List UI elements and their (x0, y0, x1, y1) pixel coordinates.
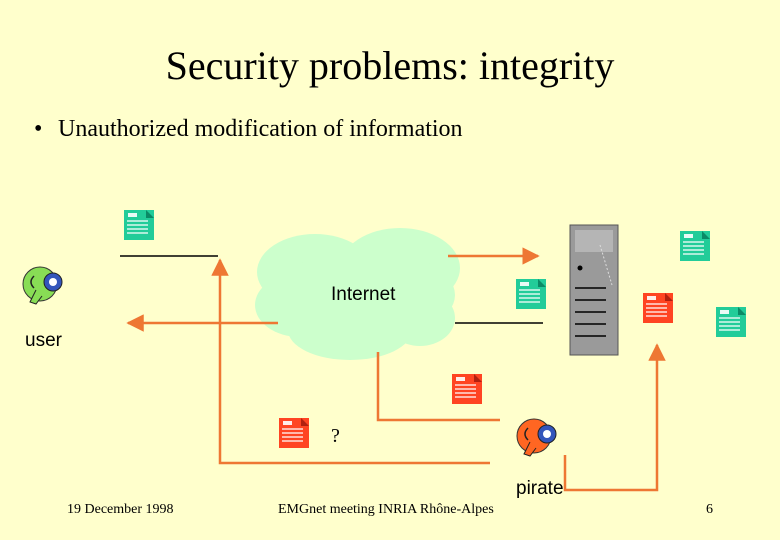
internet-label: Internet (331, 284, 396, 305)
slide-title: Security problems: integrity (165, 43, 615, 88)
footer-event: EMGnet meeting INRIA Rhône-Alpes (278, 502, 494, 517)
document-icon (716, 307, 746, 337)
server-tower-icon (569, 224, 619, 356)
modified-document-icon (643, 293, 673, 323)
footer-date: 19 December 1998 (67, 502, 174, 517)
bullet-dot: • (34, 116, 43, 142)
user-label: user (25, 330, 62, 351)
pirate-to-user-arrow (211, 258, 490, 465)
document-icon (680, 231, 710, 261)
modified-document-icon (279, 418, 309, 448)
interception-line (376, 352, 500, 422)
pirate-to-server-arrow (563, 343, 666, 492)
internet-cloud (255, 228, 460, 360)
bullet-item: • Unauthorized modification of informatio… (34, 116, 463, 143)
pirate-label: pirate (516, 478, 564, 499)
bullet-text: Unauthorized modification of information (58, 116, 463, 142)
question-label: ? (331, 425, 340, 447)
modified-document-icon (452, 374, 482, 404)
pirate-avatar-icon (516, 418, 557, 457)
footer-page-number: 6 (706, 502, 713, 517)
document-icon (516, 279, 546, 309)
document-icon (124, 210, 154, 240)
user-avatar-icon (22, 266, 63, 305)
